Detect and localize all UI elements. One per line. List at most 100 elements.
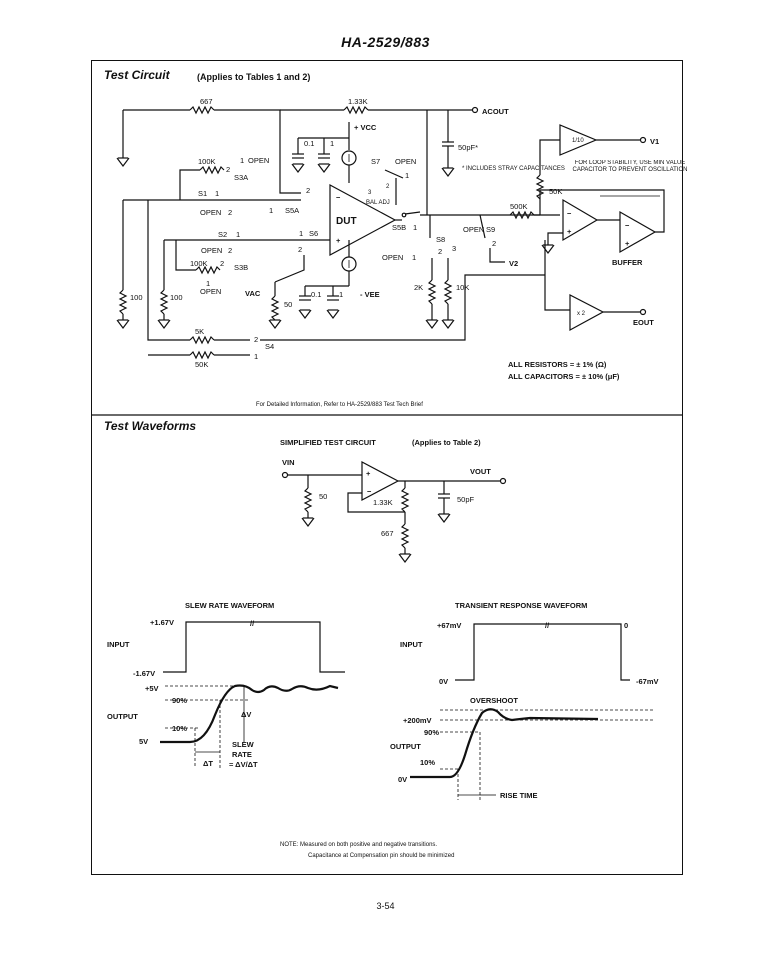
switch-s5a: S5A <box>285 206 299 215</box>
node-v1: V1 <box>650 137 659 146</box>
slew-title: SLEW RATE WAVEFORM <box>185 601 274 610</box>
label-vee: - VEE <box>360 290 380 299</box>
label-open-s9: OPEN <box>463 225 484 234</box>
transient-title: TRANSIENT RESPONSE WAVEFORM <box>455 601 587 610</box>
svg-text:OUTPUT: OUTPUT <box>107 712 138 721</box>
svg-text:1: 1 <box>236 230 240 239</box>
ground-icon <box>116 157 130 167</box>
svg-text:+: + <box>625 239 630 248</box>
note-stray: * INCLUDES STRAY CAPACITANCES <box>462 166 565 172</box>
amplifier-simplified <box>361 461 400 501</box>
label-buffer: BUFFER <box>612 258 643 267</box>
label-c1a: 1 <box>330 139 334 148</box>
transient-input-trace <box>455 623 630 681</box>
figure-frame <box>91 60 683 875</box>
note-all-capacitors: ALL CAPACITORS = ± 10% (μF) <box>508 372 620 381</box>
label-dut: DUT <box>336 216 357 227</box>
svg-text:−: − <box>336 193 341 202</box>
label-vout: VOUT <box>470 467 491 476</box>
svg-text:1/10: 1/10 <box>572 138 584 144</box>
svg-text:1: 1 <box>299 229 303 238</box>
svg-text:500K: 500K <box>510 202 528 211</box>
ground-icon <box>157 319 171 329</box>
resistor-50-simplified <box>304 487 312 513</box>
switch-s4: S4 <box>265 342 274 351</box>
svg-text:2: 2 <box>386 184 390 190</box>
svg-text:100: 100 <box>170 293 183 302</box>
svg-text:667: 667 <box>381 529 394 538</box>
ground-icon <box>441 319 455 329</box>
capacitor-0-1b <box>298 295 312 301</box>
svg-text:0V: 0V <box>439 677 448 686</box>
svg-text:3: 3 <box>452 244 456 253</box>
label-open-s1: OPEN <box>200 208 221 217</box>
test-waveforms-title: Test Waveforms <box>104 419 197 433</box>
amplifier-div10 <box>559 124 598 156</box>
switch-s8: S8 <box>436 235 445 244</box>
svg-text:50pF: 50pF <box>457 495 475 504</box>
svg-text:50K: 50K <box>195 360 208 369</box>
resistor-5k <box>189 336 215 344</box>
dut-amplifier <box>329 183 397 257</box>
resistor-100k-top <box>199 166 225 174</box>
ground-icon <box>437 513 451 523</box>
svg-text:50K: 50K <box>549 187 562 196</box>
svg-text:1: 1 <box>254 352 258 361</box>
label-667: 667 <box>200 97 213 106</box>
svg-text:5V: 5V <box>139 737 148 746</box>
slew-input-trace <box>163 621 345 673</box>
resistor-1-33k-simplified <box>401 487 409 513</box>
svg-text:1: 1 <box>206 279 210 288</box>
svg-text:ΔT: ΔT <box>203 759 213 768</box>
label-open-s7: OPEN <box>395 157 416 166</box>
svg-text:+: + <box>336 236 341 245</box>
switch-s6: S6 <box>309 229 318 238</box>
svg-text:2: 2 <box>254 335 258 344</box>
svg-text:1: 1 <box>412 253 416 262</box>
test-circuit-subtitle: (Applies to Tables 1 and 2) <box>197 72 311 82</box>
page-number: 3-54 <box>376 901 395 911</box>
svg-text:+200mV: +200mV <box>403 716 432 725</box>
svg-text:OUTPUT: OUTPUT <box>390 742 421 751</box>
ground-icon <box>441 167 455 177</box>
ground-icon <box>326 309 340 319</box>
svg-text:2: 2 <box>438 247 442 256</box>
label-vin: VIN <box>282 458 295 467</box>
svg-text:50: 50 <box>319 492 327 501</box>
capacitor-1b <box>326 295 340 301</box>
resistor-50k-bot <box>189 351 215 359</box>
svg-text:3: 3 <box>368 190 372 196</box>
svg-text:1.33K: 1.33K <box>373 498 393 507</box>
svg-text:2: 2 <box>228 246 232 255</box>
amplifier-buffer <box>619 210 657 254</box>
svg-text:+1.67V: +1.67V <box>150 618 174 627</box>
ground-icon <box>116 319 130 329</box>
switch-s1: S1 <box>198 189 207 198</box>
svg-text:0.1: 0.1 <box>311 290 321 299</box>
label-c01a: 0.1 <box>304 139 314 148</box>
transient-output-trace <box>410 708 599 779</box>
svg-text:RATE: RATE <box>232 750 252 759</box>
svg-text:2: 2 <box>306 186 310 195</box>
resistor-2k <box>428 279 436 305</box>
svg-text:2: 2 <box>298 245 302 254</box>
switch-s7: S7 <box>371 157 380 166</box>
node-v2: V2 <box>509 259 518 268</box>
svg-text:−: − <box>625 221 630 230</box>
resistor-100a <box>119 289 127 315</box>
ground-icon <box>301 517 315 527</box>
svg-text:1: 1 <box>413 223 417 232</box>
svg-text:0: 0 <box>624 621 628 630</box>
svg-text:OVERSHOOT: OVERSHOOT <box>470 696 518 705</box>
page-header: HA-2529/883 <box>341 34 430 50</box>
ground-icon <box>268 319 282 329</box>
svg-text:OPEN: OPEN <box>248 156 269 165</box>
note-1: NOTE: Measured on both positive and nega… <box>280 842 437 848</box>
svg-text:OPEN: OPEN <box>200 287 221 296</box>
switch-s9: S9 <box>486 225 495 234</box>
svg-text:10%: 10% <box>172 724 187 733</box>
resistor-667-simplified <box>401 523 409 549</box>
svg-text:1: 1 <box>240 156 244 165</box>
switch-s5b: S5B <box>392 223 406 232</box>
amplifier-inverter <box>562 198 599 242</box>
